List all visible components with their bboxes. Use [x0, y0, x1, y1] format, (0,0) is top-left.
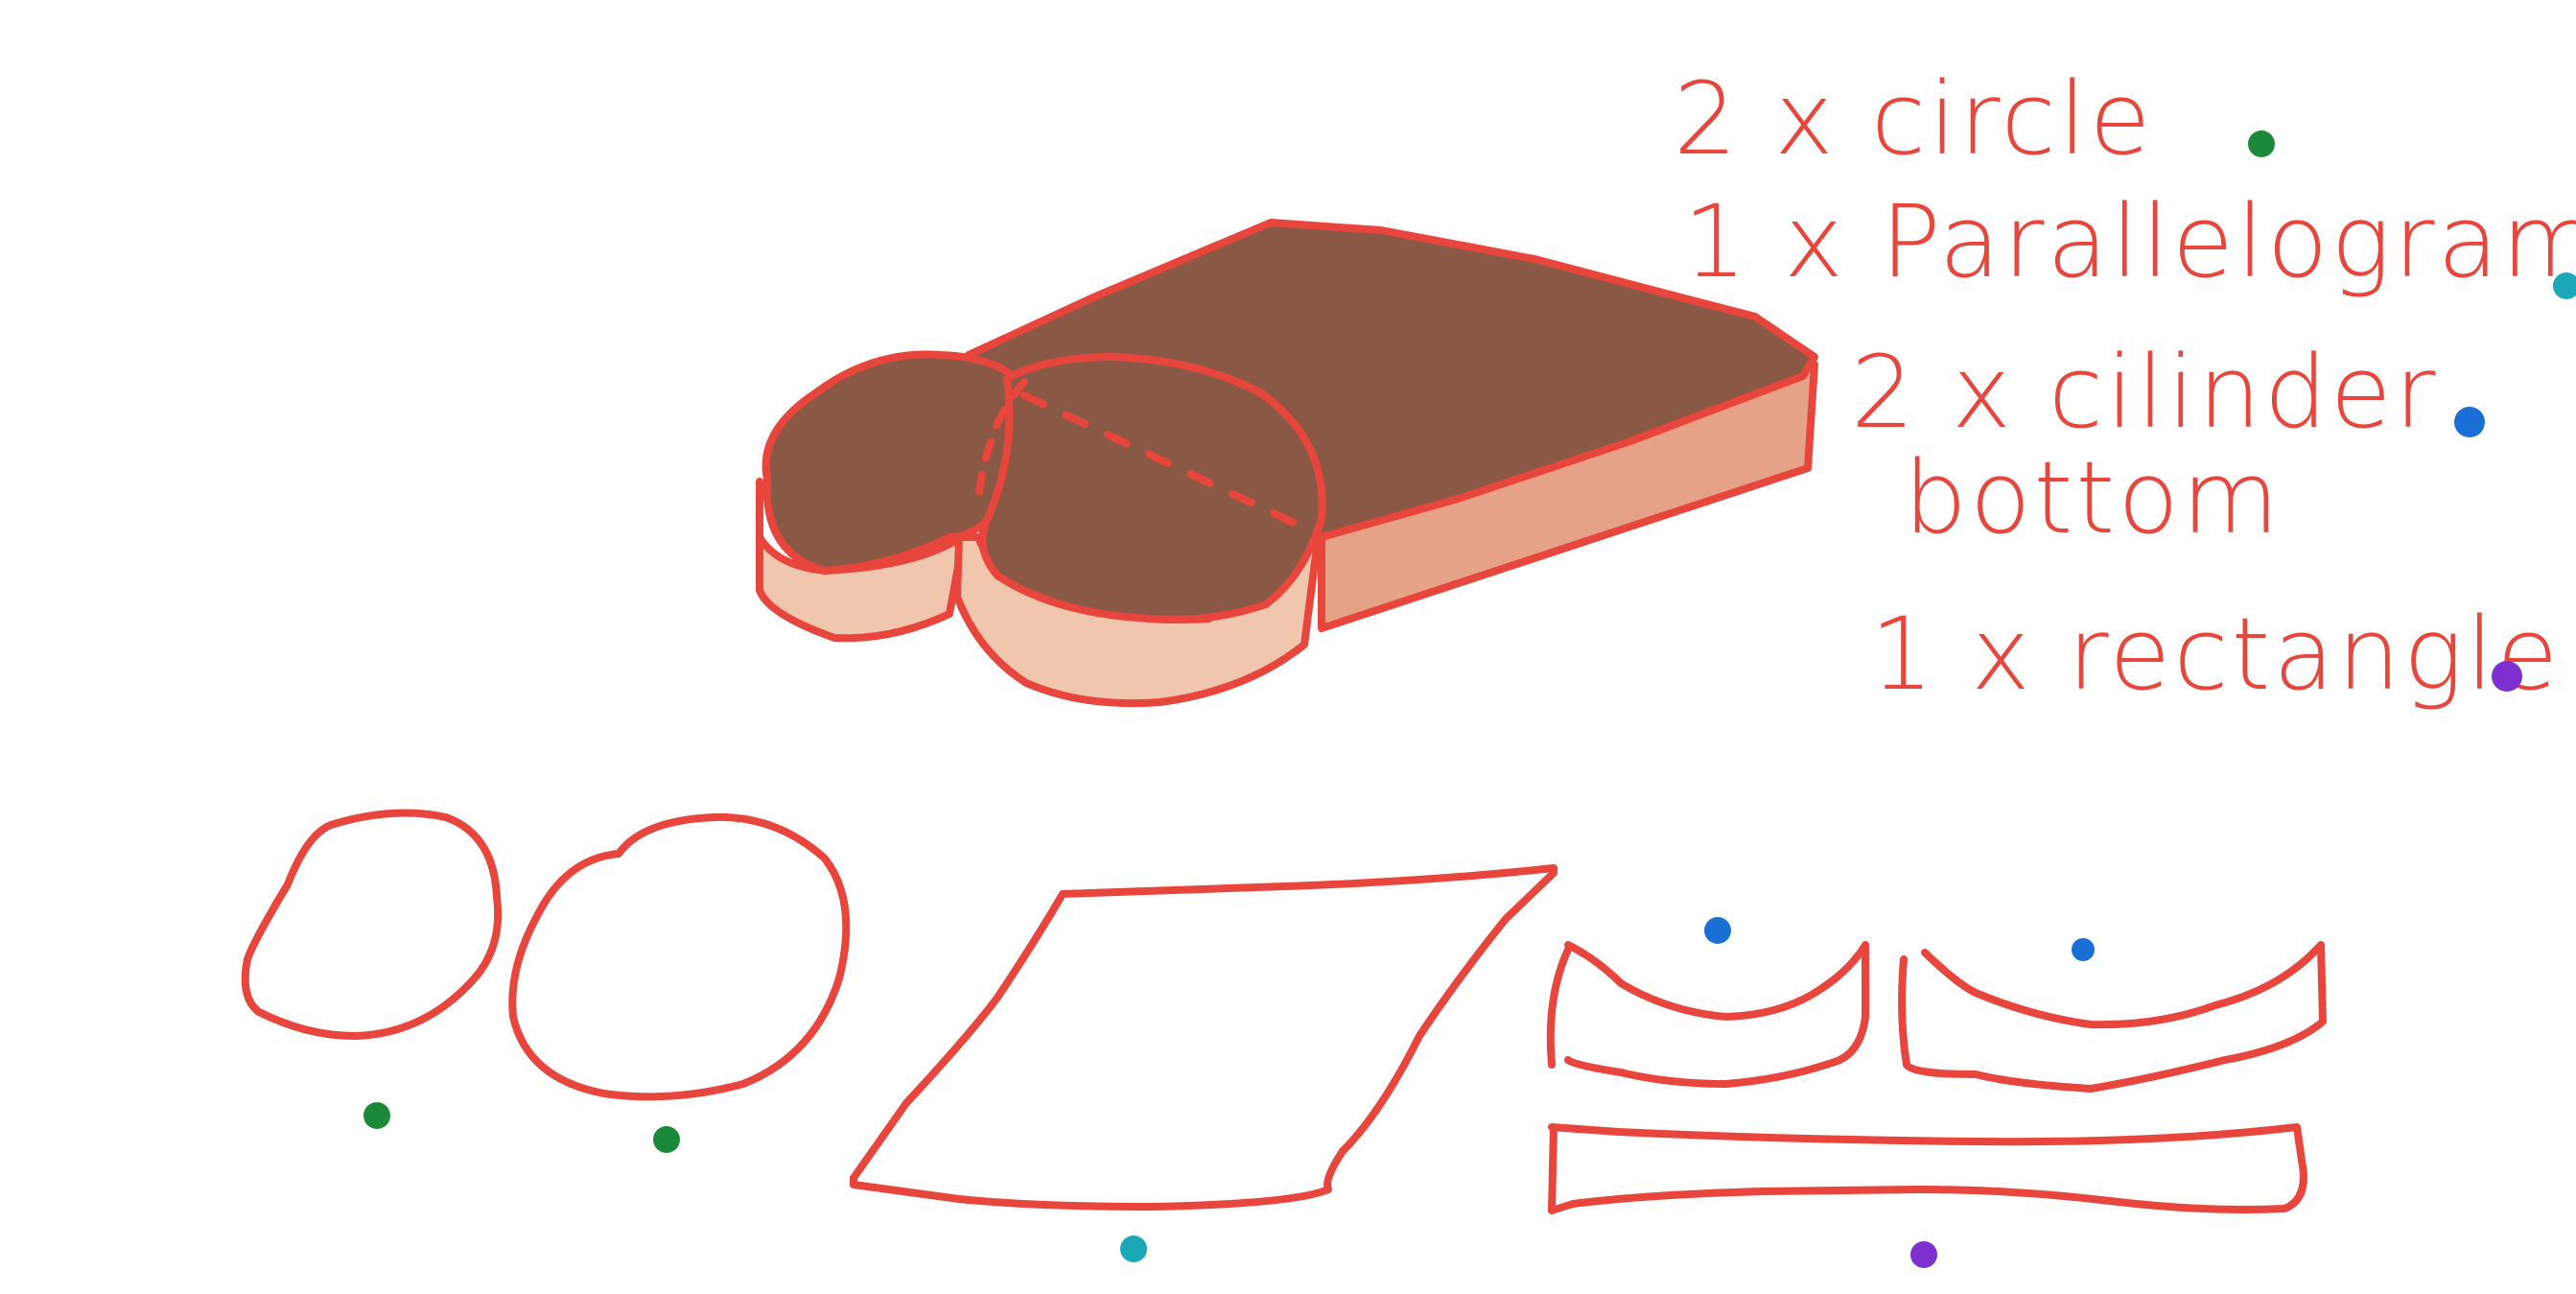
shape-cylinder-bottom-1	[1546, 941, 1869, 1088]
legend-dot-parallelogram	[2553, 272, 2576, 299]
shape-rectangle	[1548, 1123, 2307, 1214]
legend-dot-cylinder	[2454, 407, 2485, 437]
dot-circle-1	[363, 1102, 390, 1129]
dot-circle-2	[653, 1126, 680, 1153]
composite-3d-object	[756, 219, 1818, 708]
dot-cylinder-bottom-2	[2072, 938, 2095, 961]
legend-line-rectangle: 1 x rectangle	[1870, 596, 2561, 713]
legend-dot-circle	[2248, 130, 2275, 157]
decomposed-shapes	[241, 809, 2327, 1268]
shape-parallelogram	[850, 864, 1557, 1211]
hidden-edge-dashed-2	[1020, 391, 1318, 536]
hidden-edge-dashed	[974, 378, 1028, 503]
dot-cylinder-bottom-1	[1704, 917, 1731, 944]
shape-cylinder-bottom-2	[1898, 941, 2327, 1093]
right-cylinder-top	[978, 353, 1326, 623]
legend-line-circle: 2 x circle	[1674, 60, 2153, 177]
dot-rectangle	[1910, 1241, 1937, 1268]
shape-circle-2	[508, 812, 851, 1101]
shape-circle-1	[241, 809, 503, 1040]
legend-dot-rectangle	[2492, 661, 2522, 692]
legend: 2 x circle 1 x Parallelogram 2 x cilinde…	[1674, 60, 2576, 713]
legend-line-bottom: bottom	[1904, 439, 2282, 556]
dot-parallelogram	[1120, 1235, 1147, 1262]
legend-line-cylinder: 2 x cilinder	[1851, 334, 2438, 451]
legend-line-parallelogram: 1 x Parallelogram	[1683, 183, 2576, 300]
